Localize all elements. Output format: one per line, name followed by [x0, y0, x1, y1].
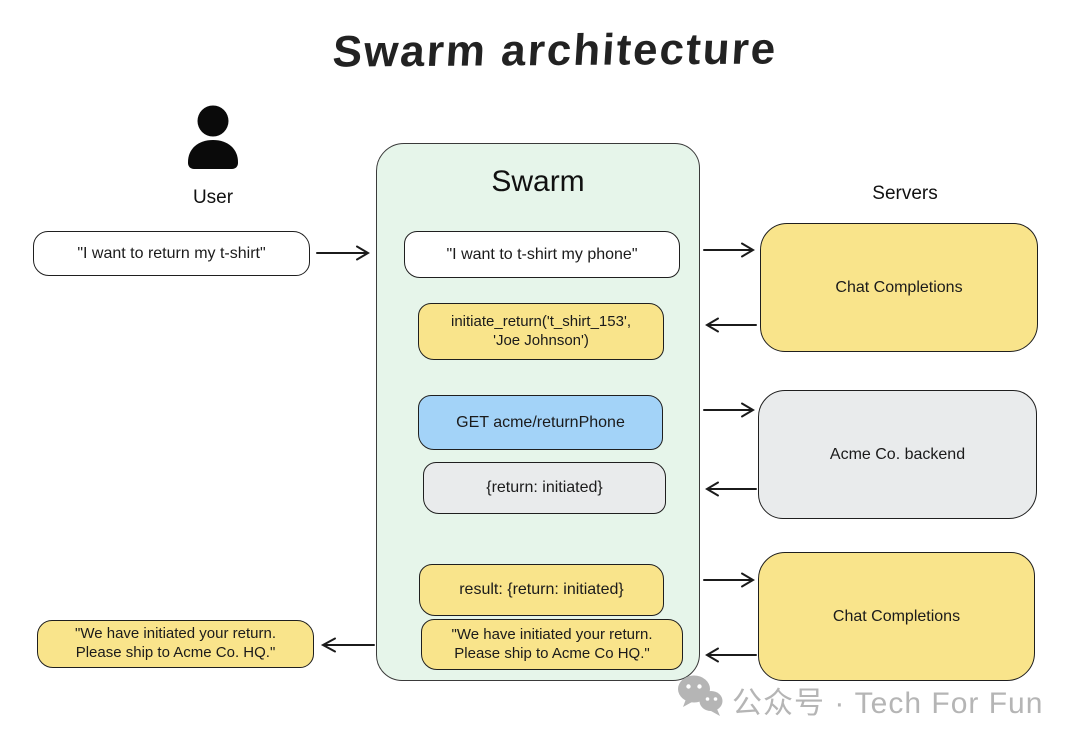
swarm-final-response-box: "We have initiated your return. Please s…	[421, 619, 683, 670]
user-icon	[188, 105, 238, 169]
user-response-line1: "We have initiated your return.	[75, 625, 276, 643]
arrow-swarm-to-chat2	[703, 572, 755, 588]
user-response-line2: Please ship to Acme Co. HQ."	[75, 644, 276, 661]
server-acme-backend: Acme Co. backend	[758, 390, 1037, 519]
tool-call-line1: initiate_return('t_shirt_153',	[451, 312, 631, 330]
swarm-container: Swarm "I want to t-shirt my phone" initi…	[376, 143, 700, 681]
wechat-icon	[678, 675, 723, 716]
swarm-api-response-box: {return: initiated}	[423, 462, 666, 514]
api-call-text: GET acme/returnPhone	[456, 413, 625, 431]
arrow-chat1-to-swarm	[705, 317, 757, 333]
server-chat-completions-2: Chat Completions	[758, 552, 1035, 681]
final-response-line2: Please ship to Acme Co HQ."	[454, 644, 650, 662]
user-request-box: "I want to return my t-shirt"	[33, 231, 310, 276]
servers-label: Servers	[872, 183, 938, 204]
tool-result-text: result: {return: initiated}	[459, 581, 624, 598]
server-chat-completions-2-label: Chat Completions	[832, 607, 961, 625]
swarm-user-message-box: "I want to t-shirt my phone"	[404, 231, 680, 278]
swarm-tool-call-box: initiate_return('t_shirt_153', 'Joe John…	[418, 303, 664, 360]
arrow-acme-to-swarm	[705, 481, 757, 497]
user-label: User	[192, 187, 234, 208]
swarm-title: Swarm	[491, 165, 585, 198]
watermark-text: 公众号 · Tech For Fun	[732, 687, 1044, 720]
user-response-box: "We have initiated your return. Please s…	[37, 620, 314, 668]
server-chat-completions-1: Chat Completions	[760, 223, 1038, 352]
api-response-text: {return: initiated}	[486, 479, 603, 496]
swarm-user-message-text: "I want to t-shirt my phone"	[446, 245, 638, 263]
final-response-line1: "We have initiated your return.	[451, 625, 653, 643]
swarm-api-call-box: GET acme/returnPhone	[418, 395, 663, 450]
server-acme-backend-label: Acme Co. backend	[829, 445, 966, 463]
arrow-user-to-swarm	[316, 245, 370, 261]
swarm-tool-result-box: result: {return: initiated}	[419, 564, 664, 616]
user-request-text: "I want to return my t-shirt"	[77, 244, 266, 262]
arrow-swarm-to-chat1	[703, 242, 755, 258]
diagram-title: Swarm architecture	[331, 24, 779, 77]
arrow-swarm-to-user	[320, 637, 375, 653]
tool-call-line2: 'Joe Johnson')	[493, 331, 589, 349]
server-chat-completions-1-label: Chat Completions	[835, 278, 963, 296]
arrow-chat2-to-swarm	[705, 647, 757, 663]
arrow-swarm-to-acme	[703, 402, 755, 418]
